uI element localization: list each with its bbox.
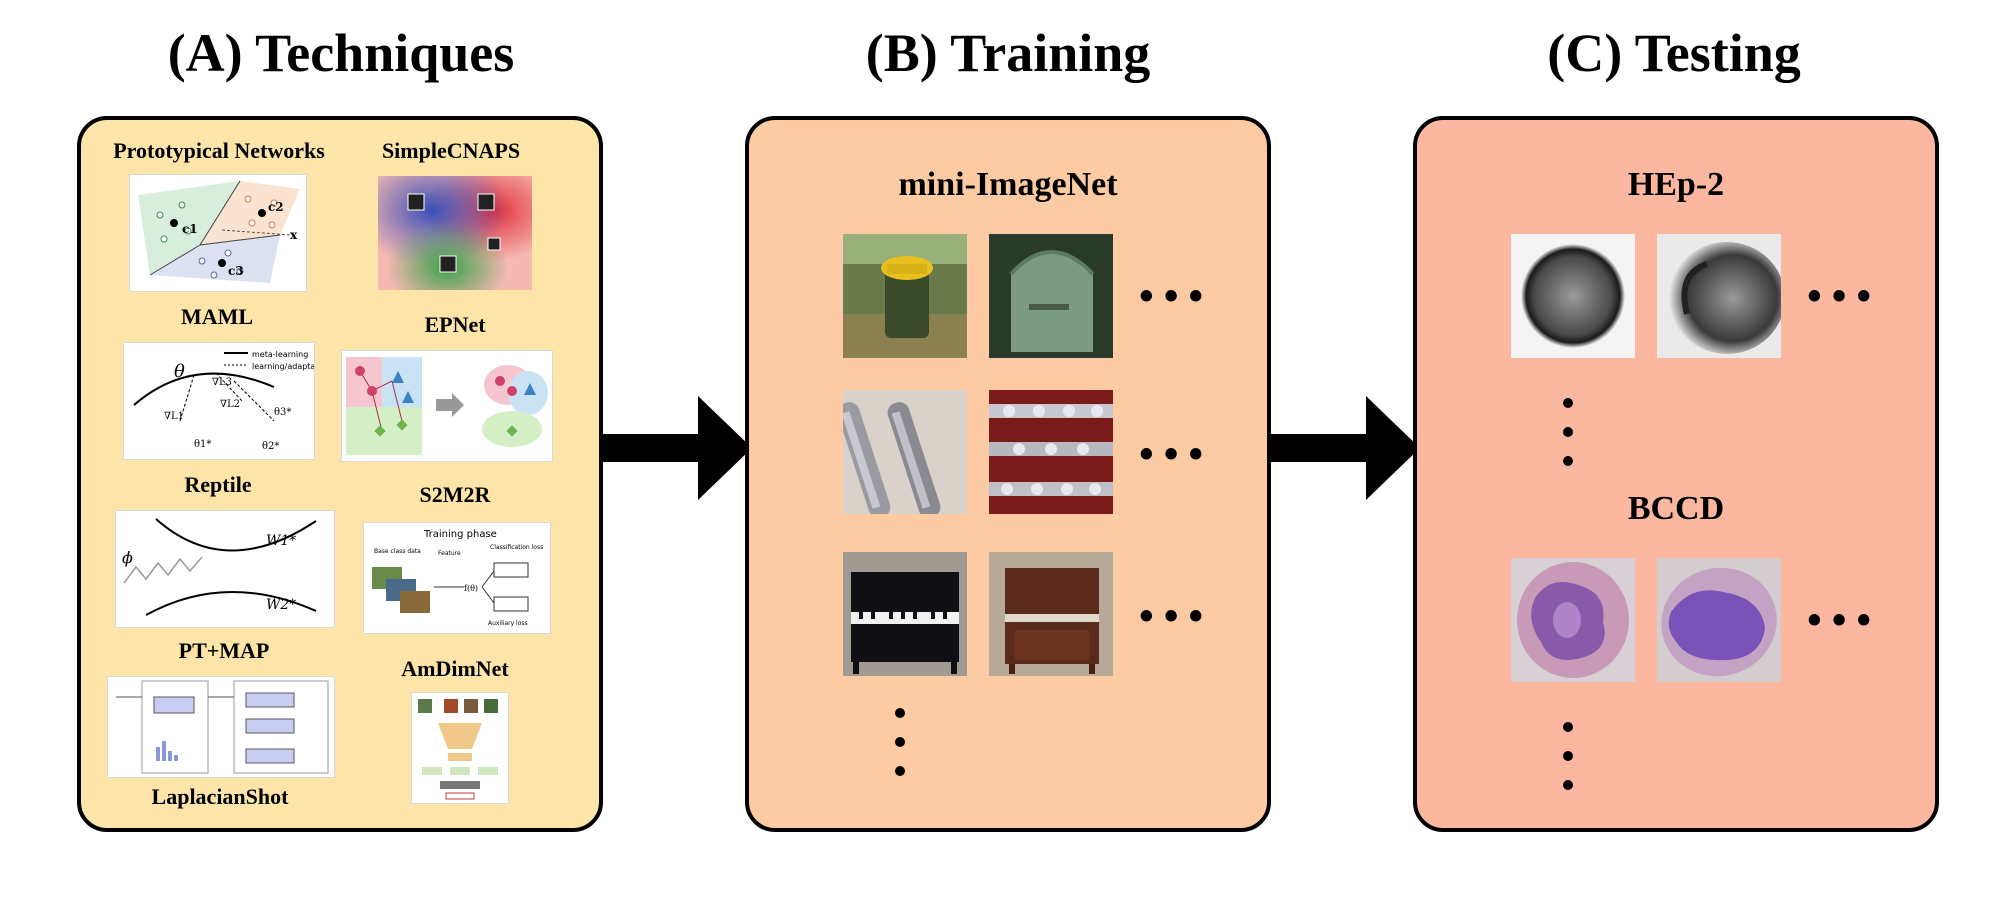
reptile-figure: ϕ W1* W2* (115, 510, 335, 628)
svg-text:W1*: W1* (266, 533, 296, 549)
image-flute-closeup (843, 390, 967, 514)
label-epnet: EPNet (424, 312, 486, 337)
svg-text:∇L3: ∇L3 (212, 377, 232, 388)
training-row1-ellipsis: ••• (1139, 274, 1214, 320)
testing-bccd-vertical-ellipsis (1563, 722, 1573, 809)
svg-text:ϕ: ϕ (122, 548, 133, 567)
training-row2-ellipsis: ••• (1139, 432, 1214, 478)
label-reptile: Reptile (184, 472, 252, 497)
image-flute-keys (989, 390, 1113, 514)
label-s2m2r: S2M2R (419, 482, 491, 507)
heading-techniques: (A) Techniques (167, 23, 515, 83)
svg-text:Base class data: Base class data (374, 548, 421, 555)
heading-testing: (C) Testing (1547, 23, 1801, 83)
svg-text:Auxiliary loss: Auxiliary loss (488, 620, 528, 627)
svg-text:Feature: Feature (438, 550, 461, 557)
heading-training: (B) Training (865, 23, 1151, 83)
svg-text:c2: c2 (268, 200, 284, 214)
image-piano-black (843, 552, 967, 676)
label-simplecnaps: SimpleCNAPS (381, 138, 521, 163)
techniques-panel: Prototypical Networks SimpleCNAPS c1 (77, 116, 603, 832)
testing-bccd-ellipsis: ••• (1807, 598, 1882, 644)
svg-text:f(θ): f(θ) (464, 584, 478, 593)
dataset-mini-imagenet: mini-ImageNet (898, 166, 1118, 203)
svg-text:W2*: W2* (266, 597, 296, 613)
testing-hep2-vertical-ellipsis (1563, 398, 1573, 485)
svg-text:∇L1: ∇L1 (164, 411, 184, 422)
prototypical-networks-figure: c1 c2 c3 x (129, 174, 307, 292)
image-bccd-cell-2 (1657, 558, 1781, 682)
label-maml: MAML (180, 304, 254, 329)
dataset-hep2: HEp-2 (1627, 166, 1725, 203)
label-amdimnet: AmDimNet (401, 656, 509, 681)
maml-figure: θ meta-learning learning/adaptation ∇L1 … (123, 342, 315, 460)
image-hep2-cell-2 (1657, 234, 1781, 358)
image-piano-brown (989, 552, 1113, 676)
image-mailbox-green (989, 234, 1113, 358)
image-bccd-cell-1 (1511, 558, 1635, 682)
s2m2r-figure: Training phase Base class data Feature C… (363, 522, 551, 634)
amdimnet-figure (411, 692, 509, 804)
svg-text:c3: c3 (228, 264, 244, 278)
training-row3-ellipsis: ••• (1139, 594, 1214, 640)
label-prototypical-networks: Prototypical Networks (113, 138, 325, 163)
dataset-bccd: BCCD (1627, 490, 1725, 527)
svg-text:∇L2: ∇L2 (220, 399, 240, 410)
svg-text:meta-learning: meta-learning (252, 350, 308, 359)
svg-text:θ1*: θ1* (194, 439, 211, 450)
image-mailbox-yellow (843, 234, 967, 358)
training-panel: mini-ImageNet ••• (745, 116, 1271, 832)
svg-text:Classification loss: Classification loss (490, 544, 543, 551)
ptmap-figure (107, 676, 335, 778)
arrow-a-to-b (602, 396, 752, 500)
label-laplacianshot: LaplacianShot (151, 784, 289, 809)
svg-text:Training phase: Training phase (423, 529, 497, 540)
arrow-b-to-c (1270, 396, 1420, 500)
svg-text:c1: c1 (182, 222, 198, 236)
svg-text:θ: θ (174, 361, 185, 382)
testing-hep2-ellipsis: ••• (1807, 274, 1882, 320)
svg-text:θ2*: θ2* (262, 441, 279, 452)
simplecnaps-figure (378, 176, 532, 290)
testing-panel: HEp-2 ••• BCCD (1413, 116, 1939, 832)
svg-text:θ3*: θ3* (274, 407, 291, 418)
image-hep2-cell-1 (1511, 234, 1635, 358)
epnet-figure (341, 350, 553, 462)
training-vertical-ellipsis (895, 708, 905, 795)
svg-text:learning/adaptation: learning/adaptation (252, 362, 314, 371)
label-ptmap: PT+MAP (178, 638, 270, 663)
svg-text:x: x (290, 228, 298, 242)
